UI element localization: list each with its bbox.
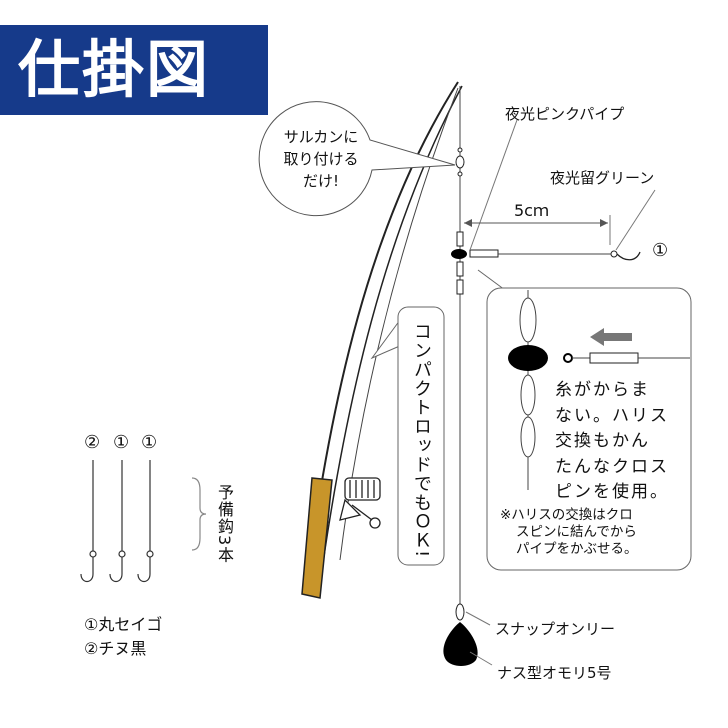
inset-line: ない。ハリス (555, 405, 669, 426)
bead-icon (451, 249, 467, 259)
cross-pin (456, 231, 464, 247)
inset-note: ※ハリスの交換はクロ スピンに結んでから パイプをかぶせる。 (500, 507, 638, 558)
bubble-line: だけ! (302, 172, 339, 190)
sinker-icon (443, 622, 478, 666)
swivel-bubble-text: サルカンに 取り付ける だけ! (276, 126, 366, 192)
title-banner: 仕掛図 (0, 25, 268, 115)
note-line: パイプをかぶせる。 (516, 541, 638, 557)
note-line: スピンに結んでから (516, 524, 637, 540)
arrow-left-icon (590, 328, 632, 346)
label-snap: スナップオンリー (495, 620, 616, 638)
label-sinker: ナス型オモリ5号 (497, 664, 612, 682)
dimension-label: 5cｍ (514, 201, 549, 220)
label-pink-pipe: 夜光ピンクパイプ (505, 105, 625, 123)
legend-item: ①丸セイゴ (84, 615, 163, 634)
label-glow-stopper: 夜光留グリーン (550, 169, 655, 187)
inset-line: たんなクロス (555, 456, 669, 477)
hook-marker: ① (652, 240, 669, 261)
spare-hook-marker: ① (141, 432, 158, 453)
inset-line: ピンを使用。 (555, 482, 669, 502)
bubble-line: サルカンに (283, 128, 359, 146)
note-line: ※ハリスの交換はクロ (500, 507, 633, 523)
rod-handle (301, 477, 333, 599)
reel (339, 477, 381, 529)
hook-icon (616, 251, 641, 261)
spare-hooks (80, 460, 207, 583)
inset-line: 交換もかん (555, 431, 650, 451)
rod-outline (317, 85, 463, 599)
pink-pipe (469, 249, 499, 258)
inset-line: 糸がからま (555, 380, 650, 400)
speech-bubble (258, 101, 456, 217)
spare-hooks-label: 予備鈎3本 (215, 484, 234, 564)
bubble-line: 取り付ける (283, 150, 359, 168)
snap-icon (455, 603, 465, 621)
compact-rod-callout (397, 306, 445, 566)
legend-item: ②チヌ黒 (84, 639, 147, 658)
spare-hook-marker: ② (84, 432, 101, 453)
bead-detail-icon (508, 345, 548, 371)
hook-legend: ①丸セイゴ ②チヌ黒 (84, 613, 162, 661)
title: 仕掛図 (18, 33, 211, 106)
compact-rod-text: コンパクトロッドでもＯＫ! (411, 322, 432, 559)
spare-hook-marker: ① (113, 432, 130, 453)
inset-main-text: 糸がからま ない。ハリス 交換もかん たんなクロス ピンを使用。 (555, 378, 669, 506)
swivel-icon (455, 155, 465, 169)
